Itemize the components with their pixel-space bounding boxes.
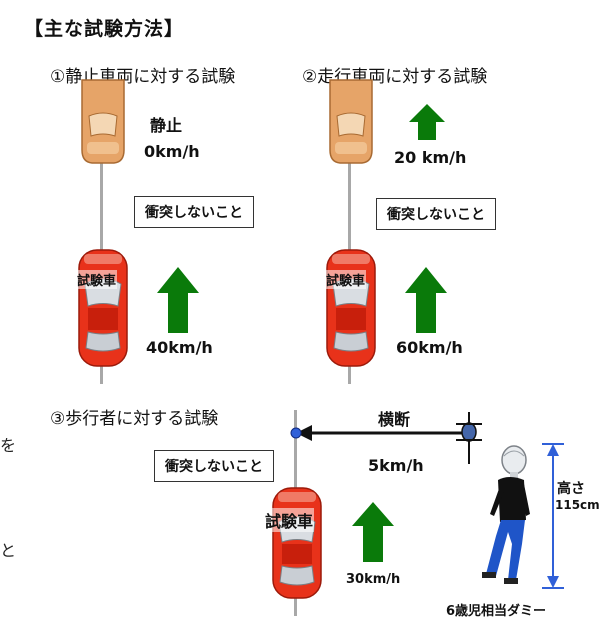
height-value: 115cm	[555, 498, 600, 512]
section3-crossing-arrow	[290, 425, 466, 441]
edge-text-fragment: と	[0, 541, 17, 560]
height-label: 高さ	[557, 481, 585, 497]
section1-target-speed: 0km/h	[144, 142, 200, 161]
section2-target-car	[329, 79, 373, 164]
section2-target-arrow	[409, 104, 445, 140]
section3-test-car-label: 試験車	[264, 508, 315, 532]
pedestrian-target-icon	[456, 412, 482, 464]
section1-no-collision-box: 衝突しないこと	[134, 196, 254, 228]
section1-speed-arrow	[157, 267, 199, 333]
section3-test-car	[272, 487, 322, 599]
child-dummy-figure	[482, 445, 530, 584]
dummy-caption: 6歳児相当ダミー	[446, 604, 547, 619]
section1-target-car	[81, 79, 125, 164]
section3-crossing-label: 横断	[378, 410, 411, 429]
section1-target-label: 静止	[150, 116, 183, 135]
section1-test-car	[78, 249, 128, 367]
diagram-title: 【主な試験方法】	[24, 18, 185, 40]
section3-pedestrian-speed: 5km/h	[368, 456, 424, 475]
section3-speed-arrow	[352, 502, 394, 562]
height-dimension-line	[542, 443, 564, 589]
section3-no-collision-box: 衝突しないこと	[154, 450, 274, 482]
section2-test-car	[326, 249, 376, 367]
section2-test-car-label: 試験車	[325, 270, 367, 289]
section2-target-speed: 20 km/h	[394, 148, 467, 167]
section2-test-speed: 60km/h	[396, 338, 463, 357]
section2-speed-arrow	[405, 267, 447, 333]
section3-test-speed: 30km/h	[346, 572, 401, 587]
section1-test-speed: 40km/h	[146, 338, 213, 357]
section1-test-car-label: 試験車	[76, 270, 118, 289]
section3-heading: ③歩行者に対する試験	[50, 409, 219, 429]
section2-no-collision-box: 衝突しないこと	[376, 198, 496, 230]
edge-text-fragment: を	[0, 436, 17, 455]
